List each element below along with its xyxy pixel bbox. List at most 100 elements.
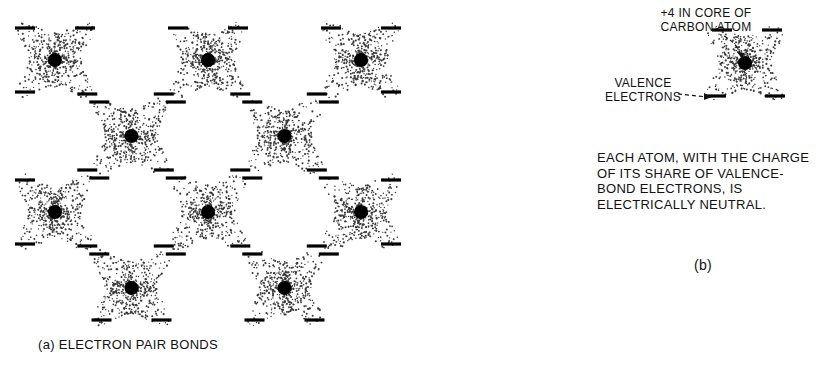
stipple-dot [72,46,74,48]
stipple-dot [193,37,194,38]
stipple-dot [341,43,343,45]
stipple-dot [374,47,376,49]
stipple-dot [208,76,209,77]
stipple-dot [107,170,109,172]
stipple-dot [355,75,357,77]
stipple-dot [335,61,337,63]
stipple-dot [181,96,183,98]
stipple-dot [387,58,388,59]
stipple-dot [119,156,121,158]
stipple-dot [222,78,224,80]
stipple-dot [203,76,204,77]
stipple-dot [206,77,208,79]
stipple-dot [29,44,30,45]
stipple-dot [207,70,209,72]
stipple-dot [222,89,224,91]
stipple-dot [386,43,388,45]
stipple-dot [186,84,188,86]
stipple-dot [368,79,370,81]
stipple-dot [96,165,97,166]
stipple-dot [36,72,38,74]
stipple-dot [348,38,350,40]
stipple-dot [230,43,232,45]
stipple-dot [123,140,125,142]
stipple-dot [99,173,101,175]
stipple-dot [72,71,73,72]
stipple-dot [69,46,71,48]
stipple-dot [148,148,149,149]
stipple-dot [214,48,216,50]
stipple-dot [322,30,323,31]
stipple-dot [211,40,213,42]
stipple-dot [352,63,354,65]
stipple-dot [345,77,347,79]
stipple-dot [370,77,371,78]
stipple-dot [77,60,79,62]
stipple-dot [113,148,115,150]
stipple-dot [208,85,210,87]
stipple-dot [385,38,386,39]
stipple-dot [375,79,376,80]
stipple-dot [383,65,385,67]
stipple-dot [216,72,218,74]
stipple-dot [27,49,29,51]
stipple-dot [145,135,147,137]
stipple-dot [38,55,40,57]
stipple-dot [220,58,222,60]
stipple-dot [85,34,87,36]
stipple-dot [152,121,154,123]
stipple-dot [364,39,366,41]
stipple-dot [353,80,355,82]
stipple-dot [121,151,122,152]
stipple-dot [41,75,42,76]
stipple-dot [230,75,232,77]
stipple-dot [205,36,207,38]
stipple-dot [187,84,189,86]
stipple-dot [77,68,79,70]
stipple-dot [63,54,65,56]
stipple-dot [136,120,138,122]
stipple-dot [70,80,71,81]
stipple-dot [62,66,64,68]
stipple-dot [209,34,211,36]
stipple-dot [42,47,44,49]
stipple-dot [39,69,41,71]
stipple-dot [68,33,70,35]
stipple-dot [116,151,118,153]
stipple-dot [328,38,330,40]
stipple-dot [133,156,135,158]
stipple-dot [101,146,103,148]
stipple-dot [386,77,388,79]
stipple-dot [197,73,199,75]
stipple-dot [202,50,203,51]
stipple-dot [59,49,61,51]
stipple-dot [143,115,144,116]
stipple-dot [365,81,367,83]
stipple-dot [43,63,45,65]
stipple-dot [50,70,51,71]
stipple-dot [46,75,47,76]
stipple-dot [347,50,348,51]
stipple-dot [159,167,161,169]
stipple-dot [216,59,217,60]
stipple-dot [204,77,205,78]
stipple-dot [62,53,63,54]
stipple-dot [45,70,47,72]
stipple-dot [116,133,118,135]
stipple-dot [87,81,89,83]
stipple-dot [120,159,122,161]
stipple-dot [340,39,342,41]
stipple-dot [154,141,156,143]
stipple-dot [147,131,149,133]
stipple-dot [206,51,207,52]
stipple-dot [72,30,74,32]
stipple-dot [65,71,67,73]
stipple-dot [62,61,64,63]
stipple-dot [61,75,63,77]
stipple-dot [156,118,158,120]
stipple-dot [97,112,99,114]
stipple-dot [21,39,23,41]
stipple-dot [382,76,383,77]
stipple-dot [366,43,367,44]
stipple-dot [197,82,199,84]
